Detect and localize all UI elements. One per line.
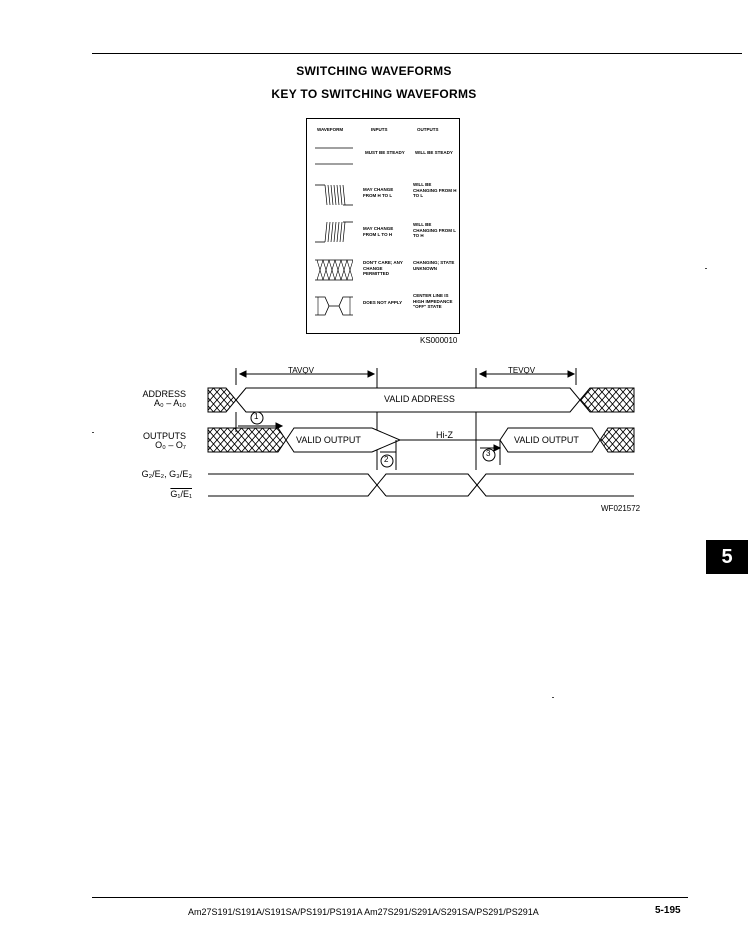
outputs-label-name: OUTPUTS — [142, 431, 186, 441]
timing-marker-3 — [480, 440, 502, 465]
g1-e1-label: G₁/E₁ — [170, 489, 192, 499]
marker-3-number: 3 — [486, 449, 491, 458]
key-header-waveform: WAVEFORM — [317, 127, 344, 132]
key-row3-outputs: WILL BE CHANGING FROM L TO H — [413, 222, 456, 238]
hatch-l-to-h-icon — [315, 221, 353, 243]
key-row2-outputs: WILL BE CHANGING FROM H TO L — [413, 182, 457, 198]
scan-speck — [552, 697, 554, 698]
valid-output-label-1: VALID OUTPUT — [296, 435, 361, 445]
outputs-label-range: O₀ – O₇ — [155, 440, 186, 450]
key-row3-inputs: MAY CHANGE FROM L TO H — [363, 226, 394, 237]
timing-diagram — [207, 368, 635, 497]
hi-z-center-line-icon — [315, 296, 353, 316]
section-tab-marker: 5 — [706, 540, 748, 574]
steady-waveform-icon — [315, 147, 353, 165]
tevqv-dimension — [475, 368, 577, 470]
address-label-range: A₀ – A₁₀ — [153, 398, 186, 408]
timing-marker-2 — [380, 440, 397, 470]
footer-page-number: 5-195 — [655, 905, 681, 916]
address-label: ADDRESS A₀ – A₁₀ — [130, 390, 186, 408]
footer-rule — [92, 897, 688, 898]
key-header-inputs: INPUTS — [371, 127, 388, 132]
timing-figure-code: WF021572 — [601, 504, 641, 513]
outputs-bus — [207, 427, 635, 453]
key-row2-inputs: MAY CHANGE FROM H TO L — [363, 187, 394, 198]
g2-e2-g3-e3-label: G₂/E₂, G₃/E₃ — [141, 469, 192, 479]
key-header-outputs: OUTPUTS — [417, 127, 439, 132]
footer-part-numbers: Am27S191/S191A/S191SA/PS191/PS191A Am27S… — [188, 907, 539, 917]
tevqv-label: TEVQV — [508, 366, 536, 375]
page-subtitle: KEY TO SWITCHING WAVEFORMS — [271, 87, 477, 101]
tavqv-label: TAVQV — [288, 366, 314, 375]
key-figure-code: KS000010 — [420, 336, 458, 345]
outputs-label: OUTPUTS O₀ – O₇ — [130, 432, 186, 450]
top-rule — [92, 53, 742, 54]
valid-address-label: VALID ADDRESS — [384, 394, 455, 404]
g2-e2-signal — [208, 473, 634, 497]
marker-2-number: 2 — [384, 455, 389, 464]
key-row5-inputs: DOES NOT APPLY — [363, 300, 403, 305]
key-row1-outputs: WILL BE STEADY — [415, 150, 453, 155]
hatch-h-to-l-icon — [315, 184, 353, 206]
address-label-name: ADDRESS — [142, 389, 186, 399]
scan-speck — [705, 268, 707, 269]
key-table: WAVEFORM INPUTS OUTPUTS MUST BE STEADY W… — [306, 118, 460, 334]
tavqv-dimension — [235, 368, 378, 470]
scan-speck — [92, 432, 94, 433]
valid-output-label-2: VALID OUTPUT — [514, 435, 579, 445]
crosshatch-icon — [315, 259, 353, 281]
marker-1-number: 1 — [254, 412, 259, 421]
key-row1-inputs: MUST BE STEADY — [365, 150, 405, 155]
key-row5-outputs: CENTER LINE IS HIGH IMPEDANCE "OFF" STAT… — [413, 293, 453, 309]
page-title: SWITCHING WAVEFORMS — [296, 64, 452, 78]
key-row4-inputs: DON'T CARE; ANY CHANGE PERMITTED — [363, 260, 403, 276]
address-bus — [207, 387, 635, 413]
key-row4-outputs: CHANGING; STATE UNKNOWN — [413, 260, 455, 271]
hi-z-label: Hi-Z — [436, 430, 453, 440]
